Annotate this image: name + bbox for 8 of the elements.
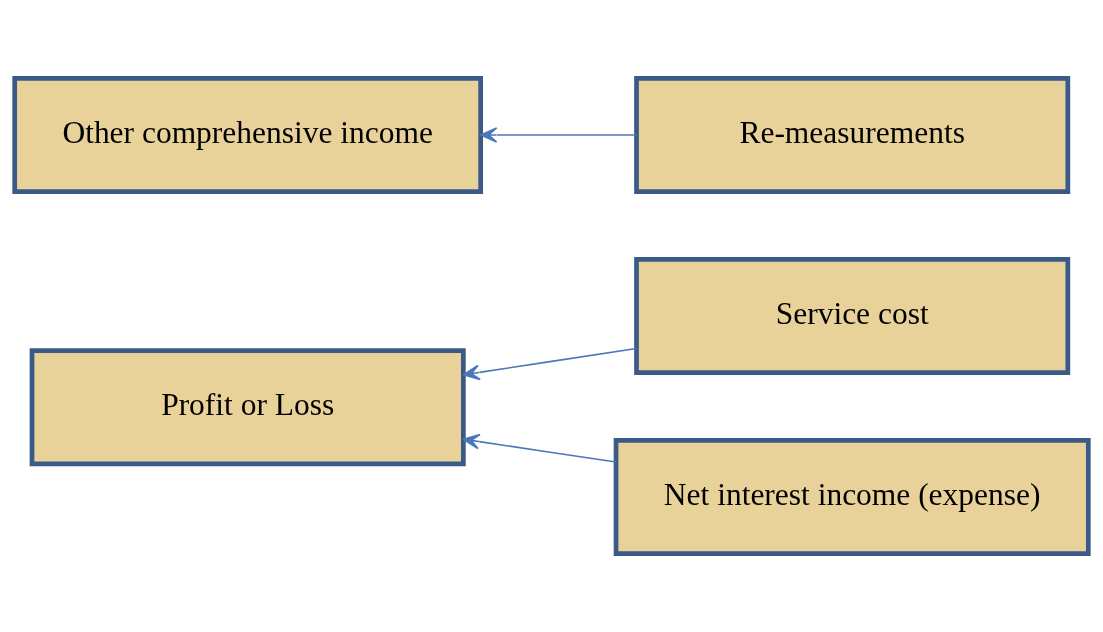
arrow (462, 433, 617, 463)
node-box: Service cost (634, 256, 1071, 376)
node-box: Re-measurements (634, 75, 1071, 194)
node-box: Other comprehensive income (12, 75, 484, 194)
node-box: Net interest income (expense) (613, 438, 1091, 557)
arrow (462, 347, 638, 381)
arrow (480, 127, 638, 143)
node-box: Profit or Loss (29, 348, 466, 467)
